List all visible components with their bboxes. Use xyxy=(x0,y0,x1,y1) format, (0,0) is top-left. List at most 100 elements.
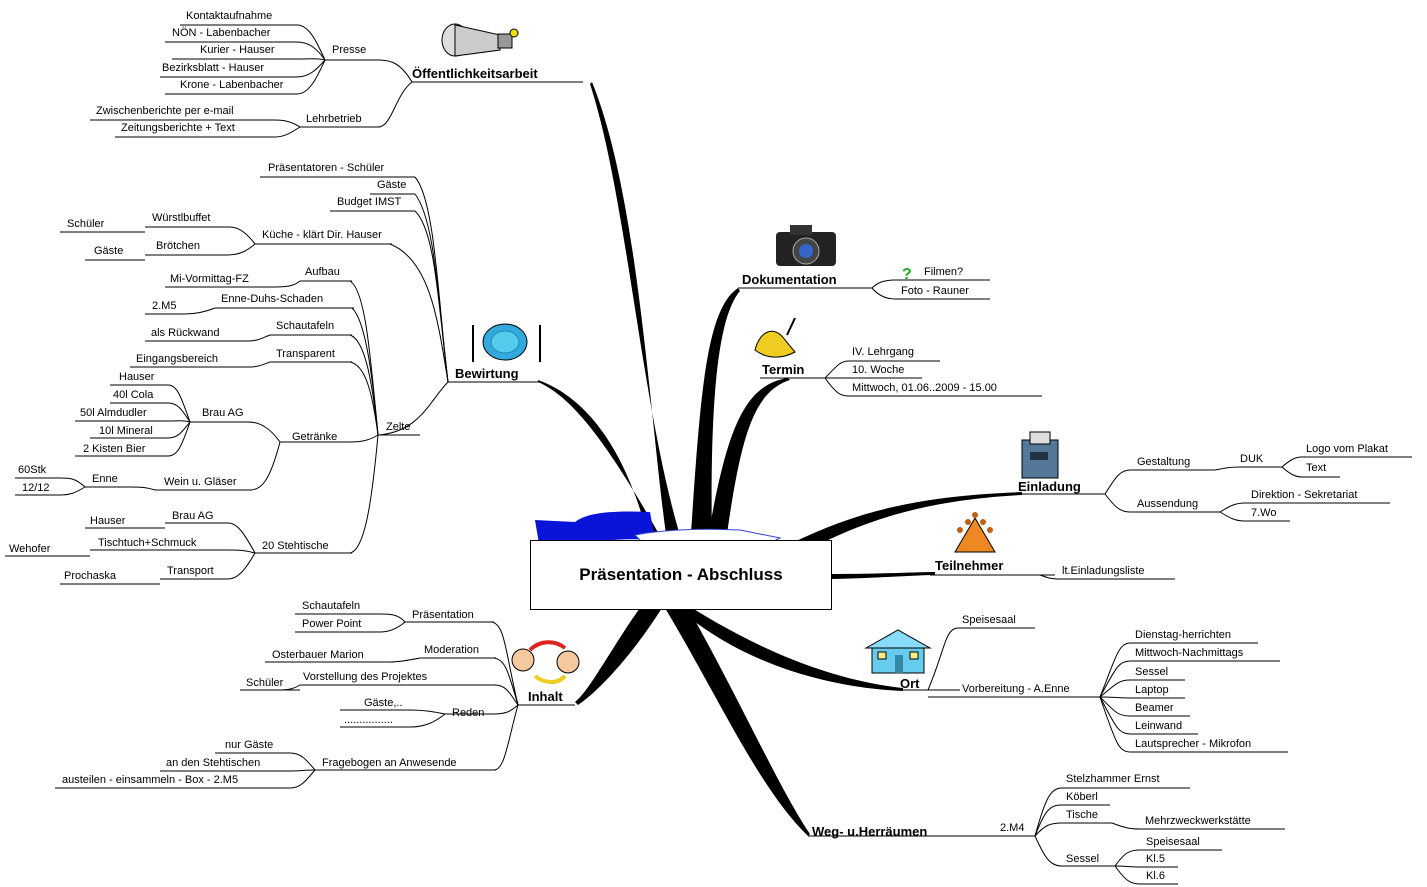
node-vorstellung[interactable]: Vorstellung des Projektes xyxy=(303,671,428,683)
topic-ort[interactable]: Ort xyxy=(900,676,920,691)
node-leaf[interactable]: Logo vom Plakat xyxy=(1306,443,1388,455)
node-leaf[interactable]: Leinwand xyxy=(1135,720,1183,732)
node-leaf[interactable]: Laptop xyxy=(1135,684,1169,696)
node-leaf[interactable]: IV. Lehrgang xyxy=(852,346,914,358)
node-leaf[interactable]: Lautsprecher - Mikrofon xyxy=(1135,738,1252,750)
node-leaf[interactable]: 10. Woche xyxy=(852,364,905,376)
node-leaf[interactable]: Beamer xyxy=(1135,702,1174,714)
node-aussendung[interactable]: Aussendung xyxy=(1137,498,1199,510)
topic-oeffentlichkeitsarbeit[interactable]: Öffentlichkeitsarbeit xyxy=(412,66,538,81)
node-leaf[interactable]: an den Stehtischen xyxy=(166,757,261,769)
node-moderation[interactable]: Moderation xyxy=(424,644,480,656)
node-reden[interactable]: Reden xyxy=(452,707,485,719)
node-enne-duhs[interactable]: Enne-Duhs-Schaden xyxy=(221,293,324,305)
node-leaf[interactable]: 40l Cola xyxy=(113,389,154,401)
node-leaf[interactable]: Mi-Vormittag-FZ xyxy=(170,273,249,285)
node-leaf[interactable]: Hauser xyxy=(90,515,126,527)
node-leaf[interactable]: Präsentatoren - Schüler xyxy=(268,162,385,174)
node-leaf[interactable]: 60Stk xyxy=(18,464,47,476)
node-leaf[interactable]: Krone - Labenbacher xyxy=(180,79,284,91)
node-leaf[interactable]: 10l Mineral xyxy=(99,425,153,437)
node-wein[interactable]: Wein u. Gläser xyxy=(164,476,237,488)
node-leaf[interactable]: Stelzhammer Ernst xyxy=(1066,773,1160,785)
node-leaf[interactable]: Budget IMST xyxy=(337,196,402,208)
node-kueche[interactable]: Küche - klärt Dir. Hauser xyxy=(262,229,382,241)
bell-icon xyxy=(754,317,796,358)
node-leaf[interactable]: Kontaktaufnahme xyxy=(186,10,273,22)
node-leaf[interactable]: 2 Kisten Bier xyxy=(83,443,146,455)
node-leaf[interactable]: Mittwoch, 01.06..2009 - 15.00 xyxy=(852,382,997,394)
node-brau-ag-2[interactable]: Brau AG xyxy=(172,510,214,522)
node-getraenke[interactable]: Getränke xyxy=(292,431,338,443)
node-schautafeln[interactable]: Schautafeln xyxy=(276,320,335,332)
node-leaf[interactable]: nur Gäste xyxy=(225,739,274,751)
node-leaf[interactable]: NÖN - Labenbacher xyxy=(172,27,271,39)
topic-weg[interactable]: Weg- u.Herräumen xyxy=(812,824,928,839)
node-leaf[interactable]: Hauser xyxy=(119,371,155,383)
node-leaf[interactable]: Osterbauer Marion xyxy=(272,649,364,661)
node-leaf[interactable]: Filmen? xyxy=(924,266,964,278)
node-leaf[interactable]: Wehofer xyxy=(9,543,51,555)
node-leaf[interactable]: Köberl xyxy=(1066,791,1098,803)
central-topic[interactable]: Präsentation - Abschluss xyxy=(530,540,832,610)
node-broetchen[interactable]: Brötchen xyxy=(156,240,201,252)
node-transparent[interactable]: Transparent xyxy=(276,348,335,360)
node-zelte[interactable]: Zelte xyxy=(386,421,411,433)
node-aufbau[interactable]: Aufbau xyxy=(305,266,340,278)
node-vorbereitung[interactable]: Vorbereitung - A.Enne xyxy=(962,683,1070,695)
node-leaf[interactable]: Eingangsbereich xyxy=(136,353,218,365)
node-leaf[interactable]: Speisesaal xyxy=(1146,836,1200,848)
node-leaf[interactable]: 50l Almdudler xyxy=(80,407,147,419)
node-leaf[interactable]: 2.M5 xyxy=(152,300,177,312)
node-fragebogen[interactable]: Fragebogen an Anwesende xyxy=(322,757,457,769)
node-leaf[interactable]: Schüler xyxy=(246,677,284,689)
node-leaf[interactable]: 12/12 xyxy=(22,482,50,494)
node-enne[interactable]: Enne xyxy=(92,473,118,485)
node-leaf[interactable]: Kl.6 xyxy=(1146,870,1165,882)
node-leaf[interactable]: Power Point xyxy=(302,618,362,630)
topic-bewirtung[interactable]: Bewirtung xyxy=(455,366,519,381)
topic-dokumentation[interactable]: Dokumentation xyxy=(742,272,837,287)
node-brau-ag[interactable]: Brau AG xyxy=(202,407,244,419)
node-leaf[interactable]: Schüler xyxy=(67,218,105,230)
node-leaf[interactable]: Bezirksblatt - Hauser xyxy=(162,62,265,74)
node-leaf[interactable]: Kurier - Hauser xyxy=(200,44,275,56)
node-gestaltung[interactable]: Gestaltung xyxy=(1137,456,1191,468)
node-leaf[interactable]: Mehrzweckwerkstätte xyxy=(1145,815,1251,827)
node-leaf[interactable]: Kl.5 xyxy=(1146,853,1165,865)
topic-teilnehmer[interactable]: Teilnehmer xyxy=(935,558,1004,573)
node-tische[interactable]: Tische xyxy=(1066,809,1098,821)
node-leaf[interactable]: ................ xyxy=(344,714,393,726)
node-leaf[interactable]: Schautafeln xyxy=(302,600,361,612)
node-leaf[interactable]: als Rückwand xyxy=(151,327,220,339)
node-leaf[interactable]: 7.Wo xyxy=(1251,507,1277,519)
node-leaf[interactable]: Text xyxy=(1306,462,1327,474)
node-lehrbetrieb[interactable]: Lehrbetrieb xyxy=(306,113,362,125)
node-leaf[interactable]: Zwischenberichte per e-mail xyxy=(96,105,234,117)
node-leaf[interactable]: Direktion - Sekretariat xyxy=(1251,489,1358,501)
node-praesentation[interactable]: Präsentation xyxy=(412,609,474,621)
node-leaf[interactable]: Gäste,.. xyxy=(364,697,403,709)
topic-termin[interactable]: Termin xyxy=(762,362,805,377)
node-leaf[interactable]: Zeitungsberichte + Text xyxy=(121,122,235,134)
node-tischtuch[interactable]: Tischtuch+Schmuck xyxy=(98,537,197,549)
node-leaf[interactable]: Mittwoch-Nachmittags xyxy=(1135,647,1244,659)
node-sessel[interactable]: Sessel xyxy=(1066,853,1100,865)
node-leaf[interactable]: Gäste xyxy=(377,179,407,191)
node-2m4[interactable]: 2.M4 xyxy=(1000,822,1025,834)
topic-einladung[interactable]: Einladung xyxy=(1018,479,1081,494)
node-leaf[interactable]: lt.Einladungsliste xyxy=(1062,565,1145,577)
node-leaf[interactable]: Sessel xyxy=(1135,666,1169,678)
node-transport[interactable]: Transport xyxy=(167,565,214,577)
node-leaf[interactable]: austeilen - einsammeln - Box - 2.M5 xyxy=(62,774,239,786)
node-leaf[interactable]: Dienstag-herrichten xyxy=(1135,629,1231,641)
node-presse[interactable]: Presse xyxy=(332,44,367,56)
node-stehtische[interactable]: 20 Stehtische xyxy=(262,540,329,552)
node-leaf[interactable]: Speisesaal xyxy=(962,614,1016,626)
node-wurstlbuffet[interactable]: Würstlbuffet xyxy=(152,212,211,224)
topic-inhalt[interactable]: Inhalt xyxy=(528,689,563,704)
node-leaf[interactable]: Gäste xyxy=(94,245,124,257)
node-leaf[interactable]: Foto - Rauner xyxy=(901,285,969,297)
node-leaf[interactable]: Prochaska xyxy=(64,570,116,582)
node-duk[interactable]: DUK xyxy=(1240,453,1264,465)
